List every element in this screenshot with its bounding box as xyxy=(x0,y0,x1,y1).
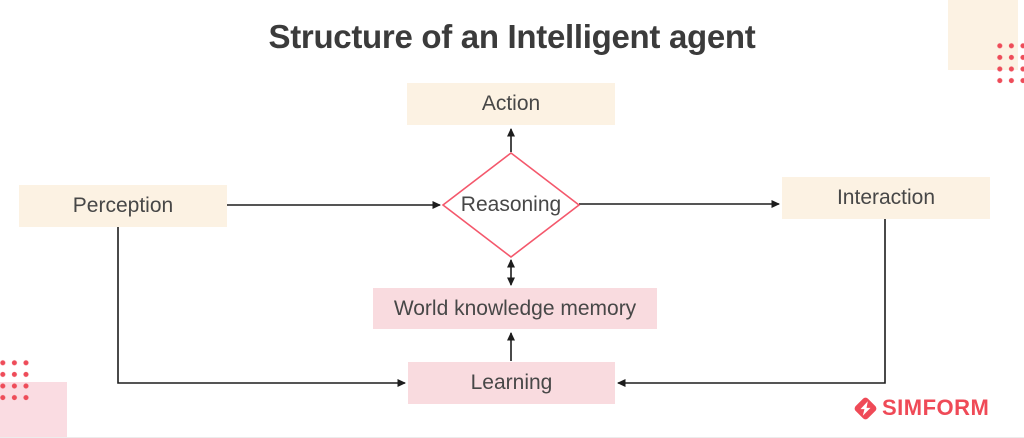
simform-logo-icon xyxy=(854,397,877,419)
node-learning: Learning xyxy=(408,362,615,404)
reasoning-diamond xyxy=(441,151,581,259)
diagram-title: Structure of an Intelligent agent xyxy=(268,18,756,55)
simform-logo-text: SIMFORM xyxy=(882,395,990,420)
simform-logo: SIMFORM xyxy=(852,393,989,423)
decor-dots-top-right xyxy=(994,40,1024,87)
node-world-knowledge-memory: World knowledge memory xyxy=(373,288,657,329)
edge-interaction-to-learning xyxy=(617,219,886,387)
decor-dots-bottom-left xyxy=(0,357,32,404)
node-reasoning-label: Reasoning xyxy=(460,193,562,216)
node-action: Action xyxy=(407,83,615,125)
node-perception: Perception xyxy=(19,185,227,227)
edge-perception-to-learning xyxy=(117,227,406,387)
node-interaction: Interaction xyxy=(782,177,990,219)
